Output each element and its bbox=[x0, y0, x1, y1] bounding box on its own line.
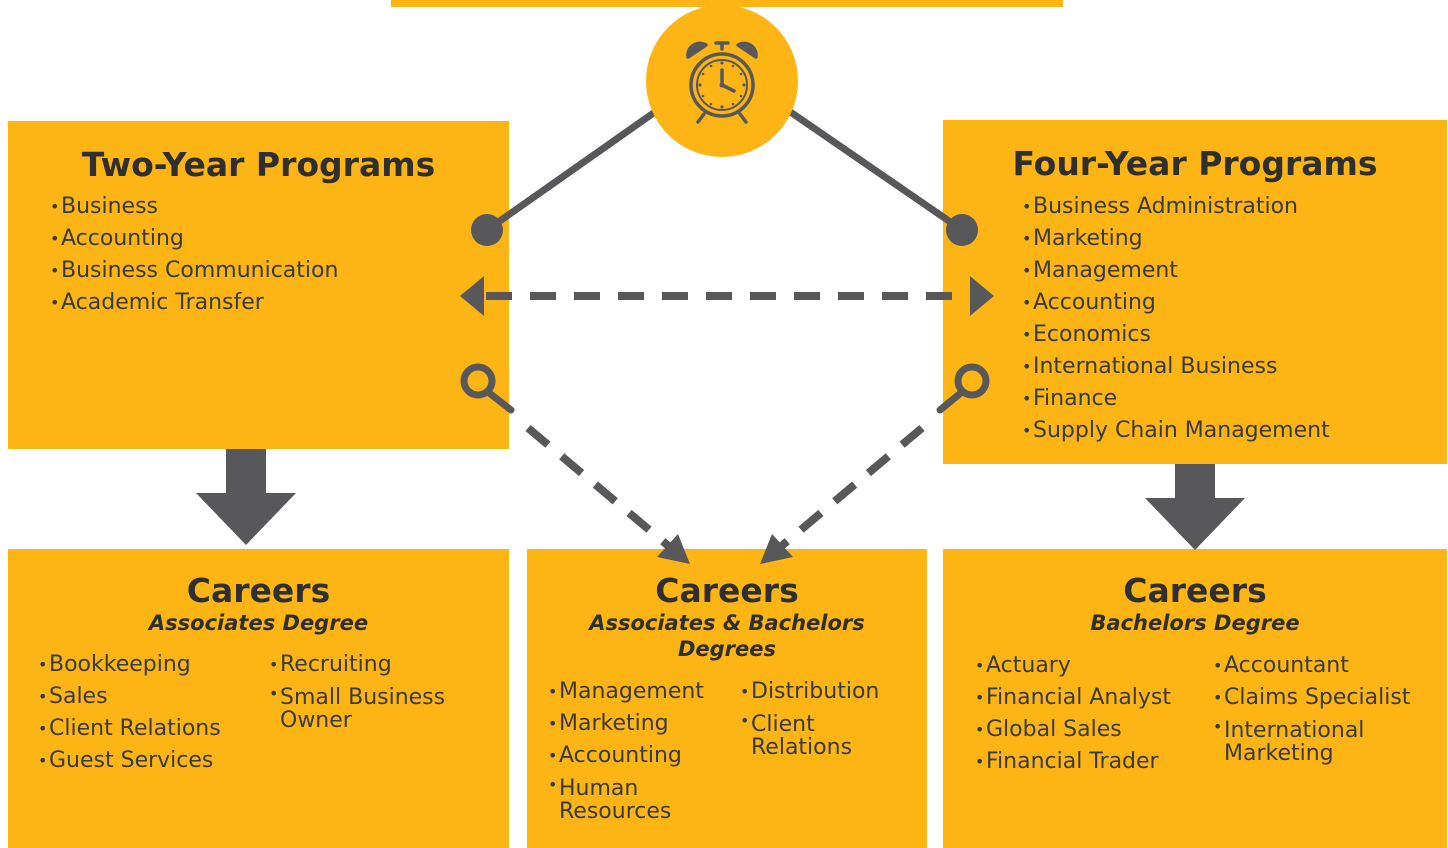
careers-associates-bachelors-title: Careers bbox=[655, 571, 799, 610]
careers-associates-list-2: Recruiting Small Business Owner bbox=[269, 649, 469, 736]
careers-associates-title: Careers bbox=[186, 571, 331, 610]
four-year-programs-list: Business Administration Marketing Manage… bbox=[1022, 191, 1330, 447]
four-year-programs-box: Four-Year Programs Business Administrati… bbox=[943, 120, 1447, 464]
careers-associates-bachelors-box: Careers Associates & Bachelors Degrees M… bbox=[527, 549, 927, 848]
list-item: Business Communication bbox=[50, 255, 338, 287]
careers-associates-box: Careers Associates Degree Bookkeeping Sa… bbox=[8, 549, 509, 848]
list-item: Finance bbox=[1022, 383, 1330, 415]
careers-associates-bachelors-subtitle-2: Degrees bbox=[677, 637, 777, 661]
dashed-arrowhead-left bbox=[657, 534, 690, 564]
careers-bachelors-list-1: Actuary Financial Analyst Global Sales F… bbox=[975, 650, 1171, 778]
two-year-programs-list: Business Accounting Business Communicati… bbox=[50, 191, 338, 319]
list-item: Accountant bbox=[1213, 650, 1433, 682]
careers-bachelors-title: Careers bbox=[1123, 571, 1267, 610]
list-item: Distribution bbox=[740, 676, 910, 708]
connector-dot-right bbox=[946, 214, 978, 246]
list-item: Financial Trader bbox=[975, 746, 1171, 778]
careers-associates-list-1: Bookkeeping Sales Client Relations Guest… bbox=[38, 649, 221, 777]
list-item: Global Sales bbox=[975, 714, 1171, 746]
dashed-arrowhead-right bbox=[760, 534, 793, 564]
down-arrow-right bbox=[1145, 464, 1245, 550]
alarm-clock-icon bbox=[686, 41, 758, 124]
list-item: International Marketing bbox=[1213, 715, 1433, 765]
list-item: Recruiting bbox=[269, 649, 469, 681]
list-item: Sales bbox=[38, 681, 221, 713]
four-year-programs-title: Four-Year Programs bbox=[1012, 144, 1378, 183]
list-item: Marketing bbox=[548, 708, 728, 740]
careers-bachelors-subtitle: Bachelors Degree bbox=[1090, 611, 1300, 635]
connector-line-right bbox=[771, 97, 964, 233]
list-item: Client Relations bbox=[38, 713, 221, 745]
connector-dot-left bbox=[471, 214, 503, 246]
careers-bachelors-box: Careers Bachelors Degree Actuary Financi… bbox=[943, 549, 1447, 848]
dashed-arrow-left bbox=[525, 424, 675, 553]
list-item: Financial Analyst bbox=[975, 682, 1171, 714]
list-item: Accounting bbox=[548, 740, 728, 772]
list-item: Bookkeeping bbox=[38, 649, 221, 681]
list-item: Actuary bbox=[975, 650, 1171, 682]
down-arrow-left bbox=[196, 449, 296, 545]
two-year-programs-title: Two-Year Programs bbox=[81, 145, 436, 184]
transfer-arrowhead-left bbox=[460, 276, 484, 316]
list-item: Small Business Owner bbox=[269, 682, 469, 732]
two-year-programs-box: Two-Year Programs Business Accounting Bu… bbox=[8, 121, 509, 449]
magnifier-icon-right bbox=[936, 363, 990, 414]
careers-associates-bachelors-list-2: Distribution Client Relations bbox=[740, 676, 910, 763]
top-banner-bar bbox=[391, 0, 1063, 7]
list-item: Client Relations bbox=[740, 709, 910, 759]
transfer-arrowhead-right bbox=[970, 276, 994, 316]
list-item: Accounting bbox=[1022, 287, 1330, 319]
list-item: Guest Services bbox=[38, 745, 221, 777]
list-item: Management bbox=[1022, 255, 1330, 287]
careers-associates-bachelors-list-1: Management Marketing Accounting Human Re… bbox=[548, 676, 728, 827]
careers-bachelors-list-2: Accountant Claims Specialist Internation… bbox=[1213, 650, 1433, 769]
list-item: Business bbox=[50, 191, 338, 223]
connector-line-left bbox=[484, 97, 675, 233]
list-item: Marketing bbox=[1022, 223, 1330, 255]
careers-associates-subtitle: Associates Degree bbox=[148, 611, 369, 635]
list-item: Business Administration bbox=[1022, 191, 1330, 223]
list-item: Economics bbox=[1022, 319, 1330, 351]
list-item: Supply Chain Management bbox=[1022, 415, 1330, 447]
list-item: International Business bbox=[1022, 351, 1330, 383]
magnifier-icon-left bbox=[460, 363, 515, 414]
careers-associates-bachelors-subtitle-1: Associates & Bachelors bbox=[589, 611, 865, 635]
list-item: Management bbox=[548, 676, 728, 708]
clock-badge bbox=[646, 5, 798, 157]
list-item: Claims Specialist bbox=[1213, 682, 1433, 714]
dashed-arrow-right bbox=[775, 424, 925, 553]
list-item: Human Resources bbox=[548, 773, 728, 823]
list-item: Accounting bbox=[50, 223, 338, 255]
list-item: Academic Transfer bbox=[50, 287, 338, 319]
